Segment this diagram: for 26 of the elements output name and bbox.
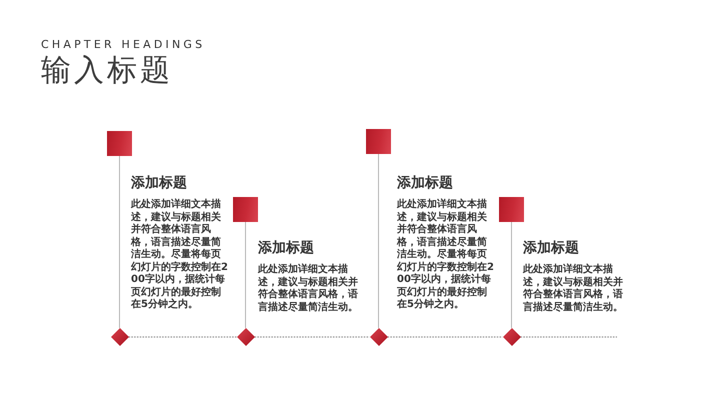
item-heading: 添加标题 [258, 240, 314, 257]
timeline-square [366, 129, 391, 154]
dotted-connector [254, 336, 370, 338]
dotted-connector [128, 336, 236, 338]
item-heading: 添加标题 [523, 240, 579, 257]
connector-line [245, 222, 246, 328]
timeline-diamond [502, 328, 520, 346]
dotted-connector [520, 336, 617, 338]
item-description: 此处添加详细文本描述，建议与标题相关并符合整体语言风格，语言描述尽量简洁生动。尽量将每页幻灯片的字数控制在200字以内，据统计每页幻灯片的最好控制在5分钟之内。 [131, 199, 229, 312]
item-description: 此处添加详细文本描述，建议与标题相关并符合整体语言风格，语言描述尽量简洁生动。尽量将每页幻灯片的字数控制在200字以内，据统计每页幻灯片的最好控制在5分钟之内。 [397, 199, 495, 312]
timeline-diamond [236, 328, 254, 346]
timeline-square [107, 131, 132, 156]
timeline-square [499, 197, 524, 222]
timeline-diamond [110, 328, 128, 346]
timeline-diamond [370, 328, 388, 346]
connector-line [378, 154, 379, 328]
page-title: 输入标题 [41, 54, 173, 88]
item-heading: 添加标题 [397, 175, 453, 192]
item-description: 此处添加详细文本描述，建议与标题相关并符合整体语言风格，语言描述尽量简洁生动。 [258, 264, 359, 314]
timeline-square [233, 197, 258, 222]
connector-line [119, 156, 120, 328]
dotted-connector [388, 336, 502, 338]
connector-line [511, 222, 512, 328]
subtitle: CHAPTER HEADINGS [41, 38, 206, 51]
item-description: 此处添加详细文本描述，建议与标题相关并符合整体语言风格，语言描述尽量简洁生动。 [523, 264, 624, 314]
item-heading: 添加标题 [131, 175, 187, 192]
